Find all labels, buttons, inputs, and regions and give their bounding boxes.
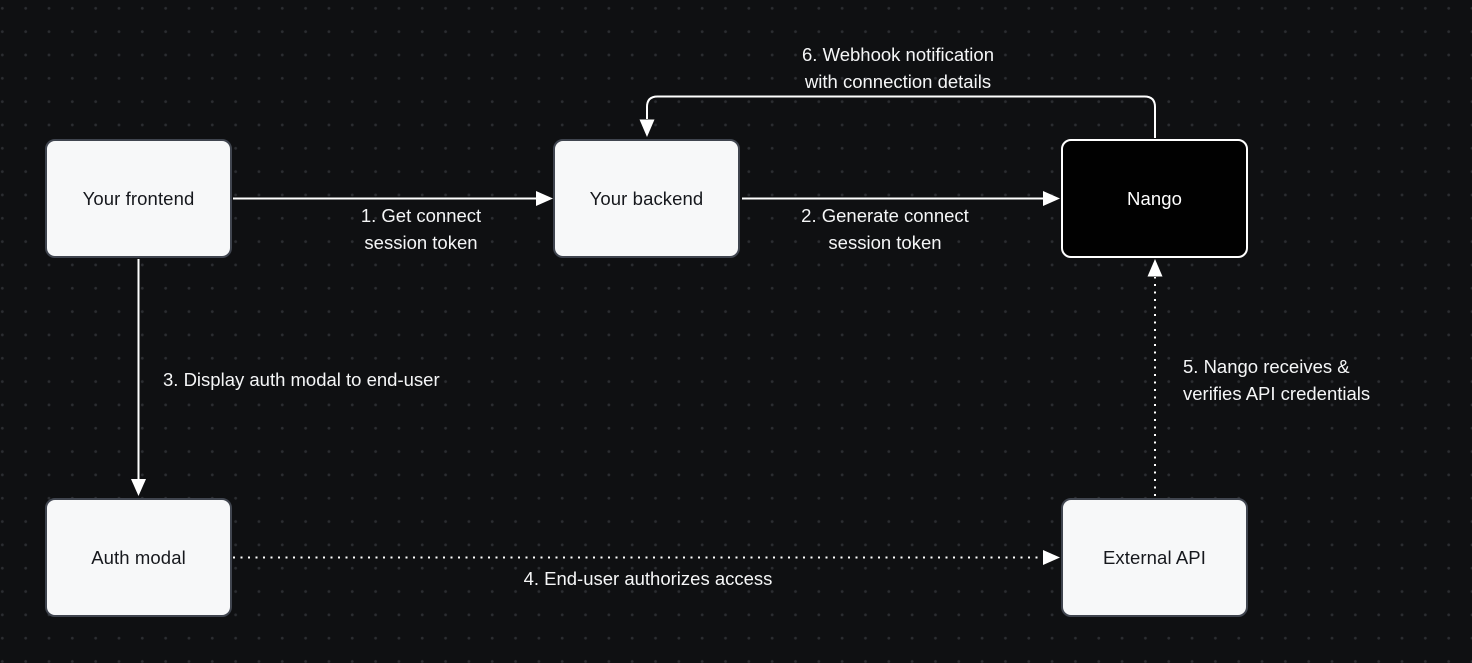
edge-get-session-token-arrowhead-icon	[536, 191, 553, 206]
edge-label-step-5: 5. Nango receives & verifies API credent…	[1183, 353, 1370, 407]
edge-label-step-3: 3. Display auth modal to end-user	[163, 366, 440, 393]
node-external-api: External API	[1061, 498, 1248, 617]
edge-webhook-notification-line	[646, 95, 1156, 138]
edge-label-step-5-line-1: 5. Nango receives &	[1183, 356, 1350, 377]
edge-label-step-2-line-2: session token	[828, 232, 942, 253]
edge-label-step-5-line-2: verifies API credentials	[1183, 383, 1371, 404]
node-your-backend: Your backend	[553, 139, 740, 258]
edge-display-auth-modal-arrowhead-icon	[131, 479, 146, 496]
edge-webhook-notification-arrowhead-icon	[639, 119, 655, 137]
edge-label-step-4: 4. End-user authorizes access	[524, 565, 773, 592]
node-your-backend-label: Your backend	[589, 187, 704, 209]
edge-label-step-6-line-1: 6. Webhook notification	[802, 44, 994, 65]
edge-end-user-authorizes-arrowhead-icon	[1043, 550, 1060, 565]
edge-verify-credentials-arrowhead-icon	[1147, 259, 1163, 277]
edge-label-step-6-line-2: with connection details	[804, 71, 992, 92]
edge-label-step-6: 6. Webhook notification with connection …	[802, 41, 994, 95]
edge-label-step-2-line-1: 2. Generate connect	[801, 205, 969, 226]
edge-label-step-1-line-2: session token	[364, 232, 478, 253]
edge-label-step-2: 2. Generate connect session token	[801, 202, 969, 256]
edge-generate-session-token-arrowhead-icon	[1043, 191, 1060, 206]
edge-label-step-3-line-1: 3. Display auth modal to end-user	[163, 369, 440, 390]
node-auth-modal: Auth modal	[45, 498, 232, 617]
node-your-frontend-label: Your frontend	[82, 187, 195, 209]
edge-label-step-1-line-1: 1. Get connect	[360, 205, 482, 226]
node-external-api-label: External API	[1102, 546, 1206, 568]
node-nango: Nango	[1061, 139, 1248, 258]
node-your-frontend: Your frontend	[45, 139, 232, 258]
edge-label-step-1: 1. Get connect session token	[361, 202, 481, 256]
node-nango-label: Nango	[1126, 187, 1182, 209]
node-auth-modal-label: Auth modal	[91, 546, 186, 568]
edge-label-step-4-line-1: 4. End-user authorizes access	[523, 568, 773, 589]
